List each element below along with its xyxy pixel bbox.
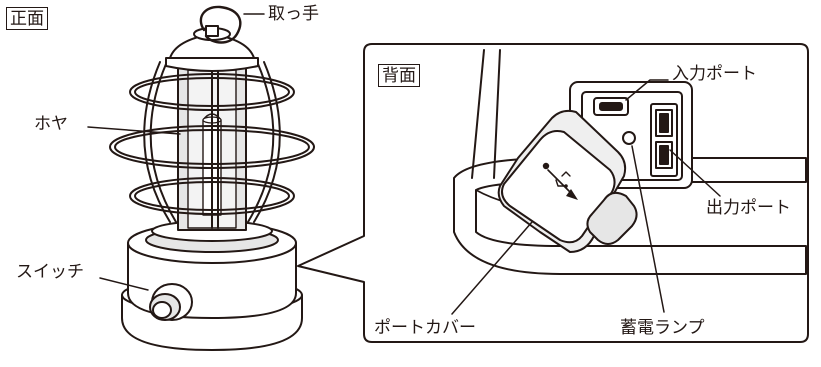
input-port-illustration [593,97,629,116]
input-port-leader [625,79,669,101]
top-cap [165,25,259,72]
front-view-tag: 正面 [6,7,48,30]
switch-knob-illustration [149,283,193,321]
charge-lamp-leader [631,145,665,313]
wire-cage-illustration [109,61,315,229]
port-cover-illustration [497,109,638,253]
output-port-illustration [650,103,678,177]
switch-label: スイッチ [16,262,84,282]
lantern-base [121,220,303,351]
back-view-illustration [451,49,807,315]
port-cover-label: ポートカバー [374,318,476,338]
charge-lamp-illustration [622,131,636,145]
globe-leader [87,126,181,135]
handle-label: 取っ手 [268,4,319,24]
globe-label: ホヤ [34,114,68,134]
handle-loop-illustration [199,5,242,44]
output-port-leader [669,149,721,197]
port-cover-leader [451,221,533,315]
charge-lamp-label: 蓄電ランプ [620,318,705,338]
switch-leader [99,277,149,291]
lantern-front-illustration [87,5,315,351]
back-view-tag: 背面 [378,64,420,87]
input-port-label: 入力ポート [672,64,757,84]
output-port-label: 出力ポート [706,198,791,218]
